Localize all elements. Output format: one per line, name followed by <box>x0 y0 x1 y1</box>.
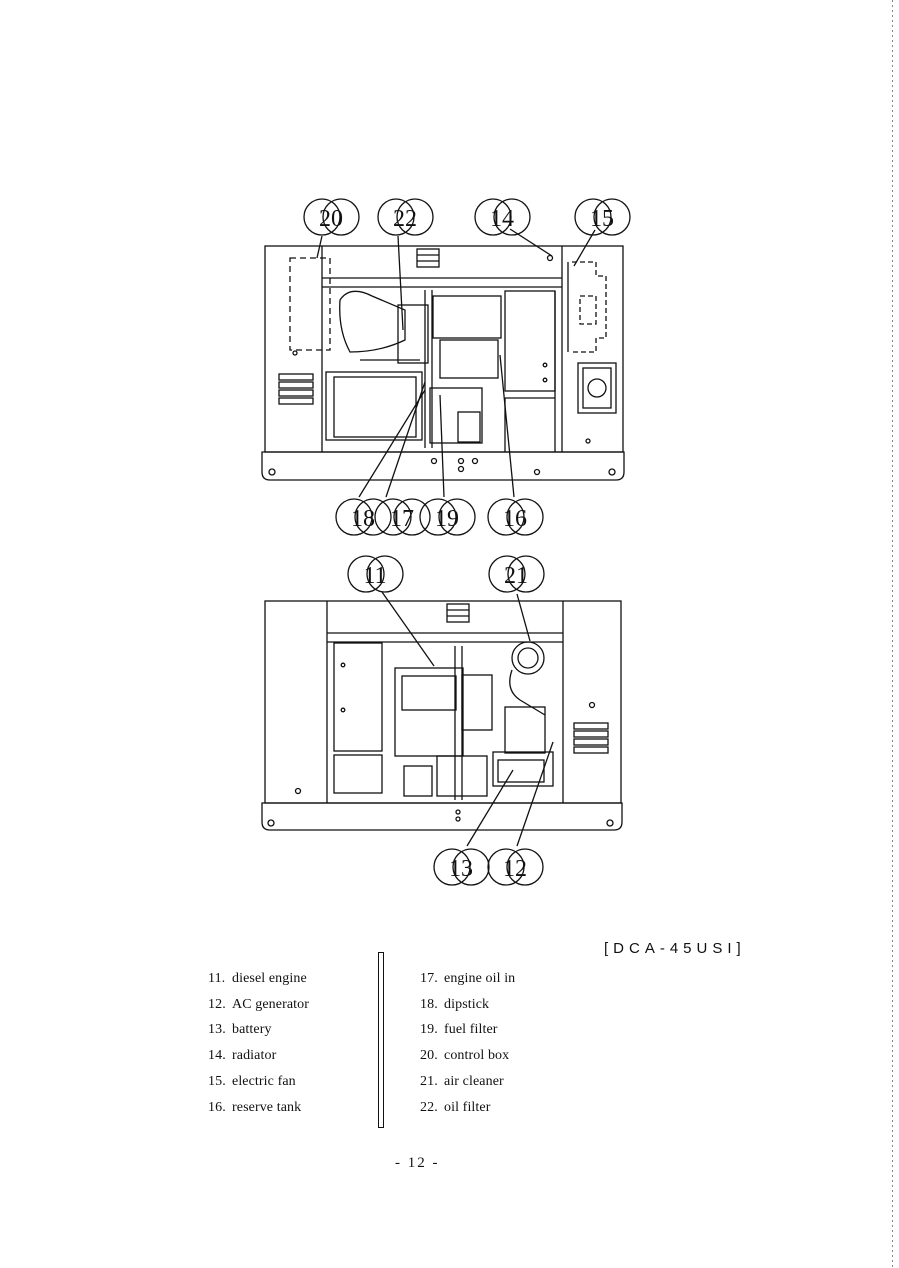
legend-label: radiator <box>232 1048 277 1064</box>
legend-label: engine oil in <box>444 970 516 986</box>
legend-label: AC generator <box>232 996 310 1012</box>
legend-item: 15. electric fan <box>208 1069 309 1095</box>
scan-edge-mark <box>892 0 893 1268</box>
legend-number: 13. <box>208 1022 226 1038</box>
legend-label: fuel filter <box>444 1022 498 1038</box>
legend-number: 15. <box>208 1074 226 1090</box>
legend-item: 13. battery <box>208 1018 309 1044</box>
callout-18: 18 <box>351 506 375 532</box>
callout-20: 20 <box>319 206 343 232</box>
legend-number: 22. <box>420 1099 438 1115</box>
legend-label: battery <box>232 1022 272 1038</box>
callout-12: 12 <box>503 856 527 882</box>
legend-item: 22. oil filter <box>420 1095 515 1121</box>
legend-item: 16. reserve tank <box>208 1095 309 1121</box>
callout-11: 11 <box>363 563 386 589</box>
upper-generator-view <box>261 228 625 498</box>
legend-item: 21. air cleaner <box>420 1069 515 1095</box>
legend-number: 14. <box>208 1048 226 1064</box>
legend-right-column: 17. engine oil in 18. dipstick 19. fuel fil… <box>420 966 515 1121</box>
callout-19: 19 <box>435 506 459 532</box>
lower-generator-view <box>261 591 623 847</box>
legend-label: dipstick <box>444 996 490 1012</box>
legend-number: 17. <box>420 970 438 986</box>
callout-14: 14 <box>490 206 514 232</box>
callout-22: 22 <box>393 206 417 232</box>
legend-label: reserve tank <box>232 1099 302 1115</box>
legend-item: 20. control box <box>420 1043 515 1069</box>
legend-item: 14. radiator <box>208 1043 309 1069</box>
legend-label: air cleaner <box>444 1074 504 1090</box>
legend-item: 18. dipstick <box>420 992 515 1018</box>
legend-label: oil filter <box>444 1099 491 1115</box>
legend-label: diesel engine <box>232 970 307 986</box>
legend-number: 21. <box>420 1074 438 1090</box>
legend-left-column: 11. diesel engine 12. AC generator 13. batt… <box>208 966 309 1121</box>
legend-item: 11. diesel engine <box>208 966 309 992</box>
callout-15: 15 <box>590 206 614 232</box>
legend-number: 20. <box>420 1048 438 1064</box>
callout-16: 16 <box>503 506 527 532</box>
page-number: - 12 - <box>395 1155 440 1171</box>
model-label: [DCA-45USI] <box>604 940 746 957</box>
callout-21: 21 <box>504 563 528 589</box>
legend-divider <box>378 952 384 1128</box>
legend-number: 12. <box>208 996 226 1012</box>
legend-item: 19. fuel filter <box>420 1018 515 1044</box>
legend-label: electric fan <box>232 1074 296 1090</box>
legend-item: 17. engine oil in <box>420 966 515 992</box>
callout-13: 13 <box>449 856 473 882</box>
legend-number: 11. <box>208 970 226 986</box>
legend-label: control box <box>444 1048 510 1064</box>
legend-number: 19. <box>420 1022 438 1038</box>
callout-circles <box>303 198 631 886</box>
callout-17: 17 <box>390 506 414 532</box>
legend-item: 12. AC generator <box>208 992 309 1018</box>
legend-number: 18. <box>420 996 438 1012</box>
legend-number: 16. <box>208 1099 226 1115</box>
